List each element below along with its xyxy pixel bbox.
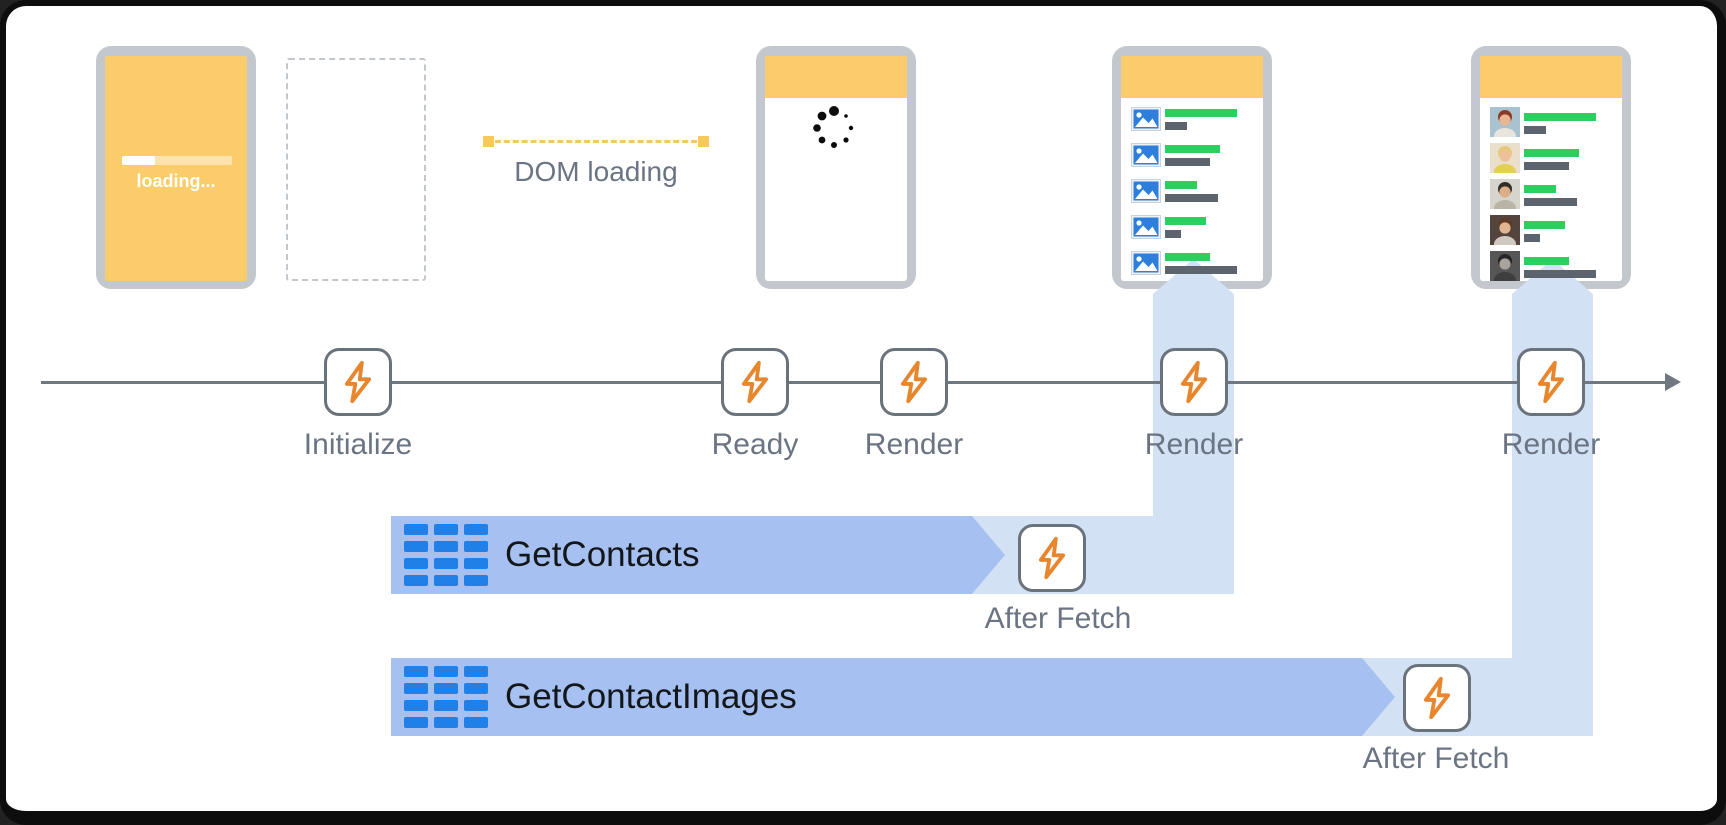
event-render-3 (1517, 348, 1585, 416)
name-bar (1165, 145, 1220, 153)
detail-bar (1165, 230, 1181, 238)
name-bar (1524, 149, 1579, 157)
getcontactimages-flag (1362, 259, 1593, 736)
detail-bar (1524, 234, 1540, 242)
detail-bar (1165, 122, 1187, 130)
dashed-line-endpoint (483, 136, 494, 147)
lightning-icon (1537, 360, 1565, 404)
event-label-render-3: Render (1501, 428, 1601, 461)
lightning-icon (1038, 536, 1066, 580)
image-placeholder-icon (1131, 179, 1161, 203)
detail-bar (1524, 198, 1577, 206)
loading-label: loading... (136, 171, 216, 191)
name-bar (1524, 221, 1565, 229)
event-label-initialize: Initialize (303, 428, 413, 461)
detail-bar (1524, 162, 1569, 170)
getcontactimages-label: GetContactImages (505, 677, 797, 716)
after-fetch-label-2: After Fetch (1362, 742, 1510, 775)
spinner-screen (765, 56, 907, 281)
image-placeholder-icon (1131, 251, 1161, 275)
lightning-icon (741, 360, 769, 404)
phone-ghost-outline (286, 58, 426, 281)
list-item (1490, 215, 1616, 245)
event-label-render-2: Render (1144, 428, 1244, 461)
list-item (1490, 143, 1616, 173)
getcontacts-flag (972, 259, 1234, 594)
name-bar (1165, 109, 1237, 117)
list-item (1490, 179, 1616, 209)
name-bar (1165, 181, 1197, 189)
phone-contact-photos (1471, 46, 1631, 289)
contact-photo (1490, 107, 1520, 137)
image-placeholder-icon (1131, 143, 1161, 167)
getcontactimages-bar: GetContactImages (391, 658, 1362, 736)
detail-bar (1524, 270, 1596, 278)
app-header-bar (1121, 56, 1263, 98)
phone-splash: loading... (96, 46, 256, 289)
getcontactimages-bar-arrow (1362, 658, 1395, 736)
after-fetch-label-1: After Fetch (984, 602, 1132, 635)
lightning-icon (1423, 676, 1451, 720)
table-icon (404, 666, 488, 728)
name-bar (1165, 253, 1210, 261)
event-label-render-1: Render (864, 428, 964, 461)
event-label-ready: Ready (711, 428, 799, 461)
list-item (1131, 215, 1257, 239)
getcontacts-label: GetContacts (505, 535, 700, 574)
contact-photo (1490, 143, 1520, 173)
list-item (1131, 251, 1257, 275)
app-header-bar (765, 56, 907, 98)
contact-list-screen (1121, 56, 1263, 281)
spinner-icon (813, 106, 854, 148)
contact-list (1131, 107, 1257, 287)
image-placeholder-icon (1131, 215, 1161, 239)
event-ready (721, 348, 789, 416)
phone-contact-list (1112, 46, 1272, 289)
contact-photo (1490, 179, 1520, 209)
event-render-1 (880, 348, 948, 416)
detail-bar (1524, 126, 1546, 134)
name-bar (1165, 217, 1206, 225)
list-item (1131, 107, 1257, 131)
lightning-icon (344, 360, 372, 404)
contact-list (1490, 107, 1616, 287)
contact-photo (1490, 251, 1520, 281)
progress-fill (122, 156, 155, 165)
image-placeholder-icon (1131, 107, 1161, 131)
lightning-icon (1180, 360, 1208, 404)
list-item (1131, 143, 1257, 167)
timeline-axis (41, 381, 1669, 384)
list-item (1490, 107, 1616, 137)
detail-bar (1165, 194, 1218, 202)
detail-bar (1165, 266, 1237, 274)
lightning-icon (900, 360, 928, 404)
dom-loading-dashed-line (486, 140, 706, 143)
phone-spinner (756, 46, 916, 289)
getcontacts-bar-arrow (972, 516, 1005, 594)
splash-screen: loading... (105, 56, 247, 281)
getcontacts-bar: GetContacts (391, 516, 972, 594)
table-icon (404, 524, 488, 586)
event-initialize (324, 348, 392, 416)
list-item (1131, 179, 1257, 203)
dashed-line-endpoint (698, 136, 709, 147)
name-bar (1524, 257, 1569, 265)
event-after-fetch-2 (1403, 664, 1471, 732)
contact-photo (1490, 215, 1520, 245)
progress-bar (122, 156, 232, 165)
event-render-2 (1160, 348, 1228, 416)
name-bar (1524, 113, 1596, 121)
name-bar (1524, 185, 1556, 193)
timeline-arrowhead (1665, 373, 1681, 391)
list-item (1490, 251, 1616, 281)
app-header-bar (1480, 56, 1622, 98)
dom-loading-label: DOM loading (514, 156, 678, 187)
event-after-fetch-1 (1018, 524, 1086, 592)
contact-photos-screen (1480, 56, 1622, 281)
detail-bar (1165, 158, 1210, 166)
